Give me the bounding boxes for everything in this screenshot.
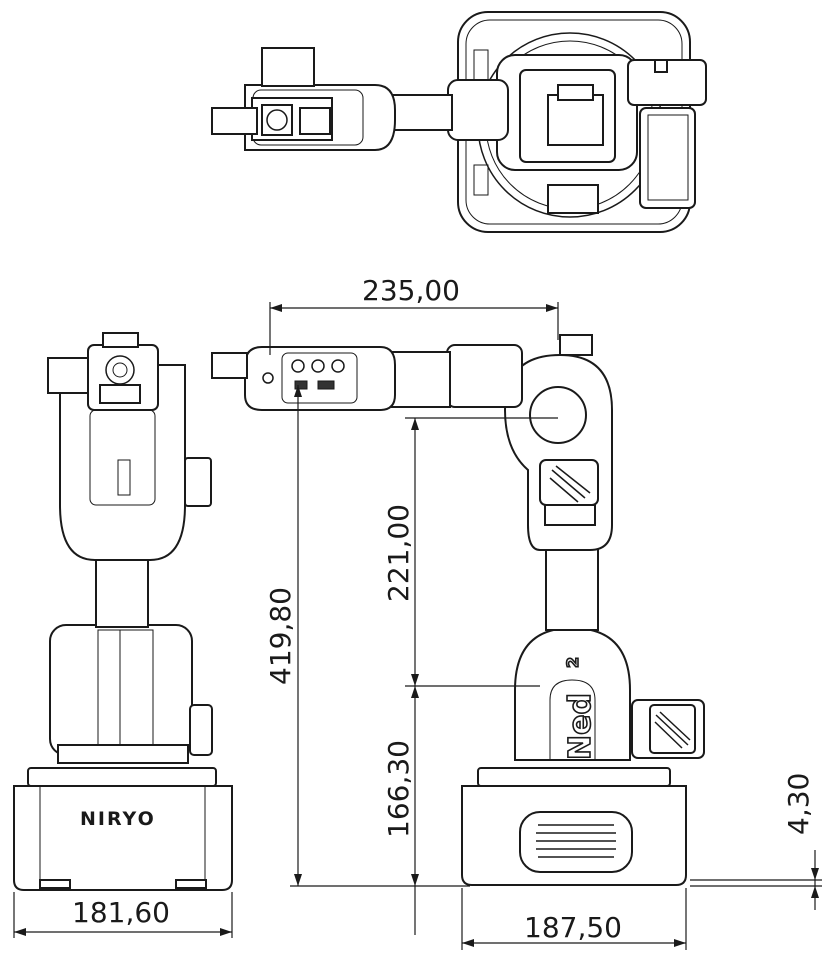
dim-base-plate: 4,30 (782, 773, 815, 835)
brand-label: NIRYO (80, 808, 156, 830)
dim-base-to-shoulder: 166,30 (382, 740, 415, 838)
front-view: NIRYO (13, 332, 233, 891)
model-logo: Ned (563, 693, 598, 760)
dimension-lines (13, 302, 822, 950)
dim-arm-reach: 235,00 (362, 274, 460, 307)
elbow-vent (549, 465, 591, 503)
dim-total-height: 419,80 (264, 587, 297, 685)
dim-upper-height: 221,00 (382, 504, 415, 602)
dim-front-width: 181,60 (72, 896, 170, 929)
base-vent (536, 824, 616, 858)
dim-side-width: 187,50 (524, 911, 622, 944)
side-motor-vent (654, 711, 691, 749)
side-view: Ned 2 (211, 334, 705, 886)
model-logo-sup: 2 (563, 657, 582, 668)
top-view (211, 11, 707, 233)
